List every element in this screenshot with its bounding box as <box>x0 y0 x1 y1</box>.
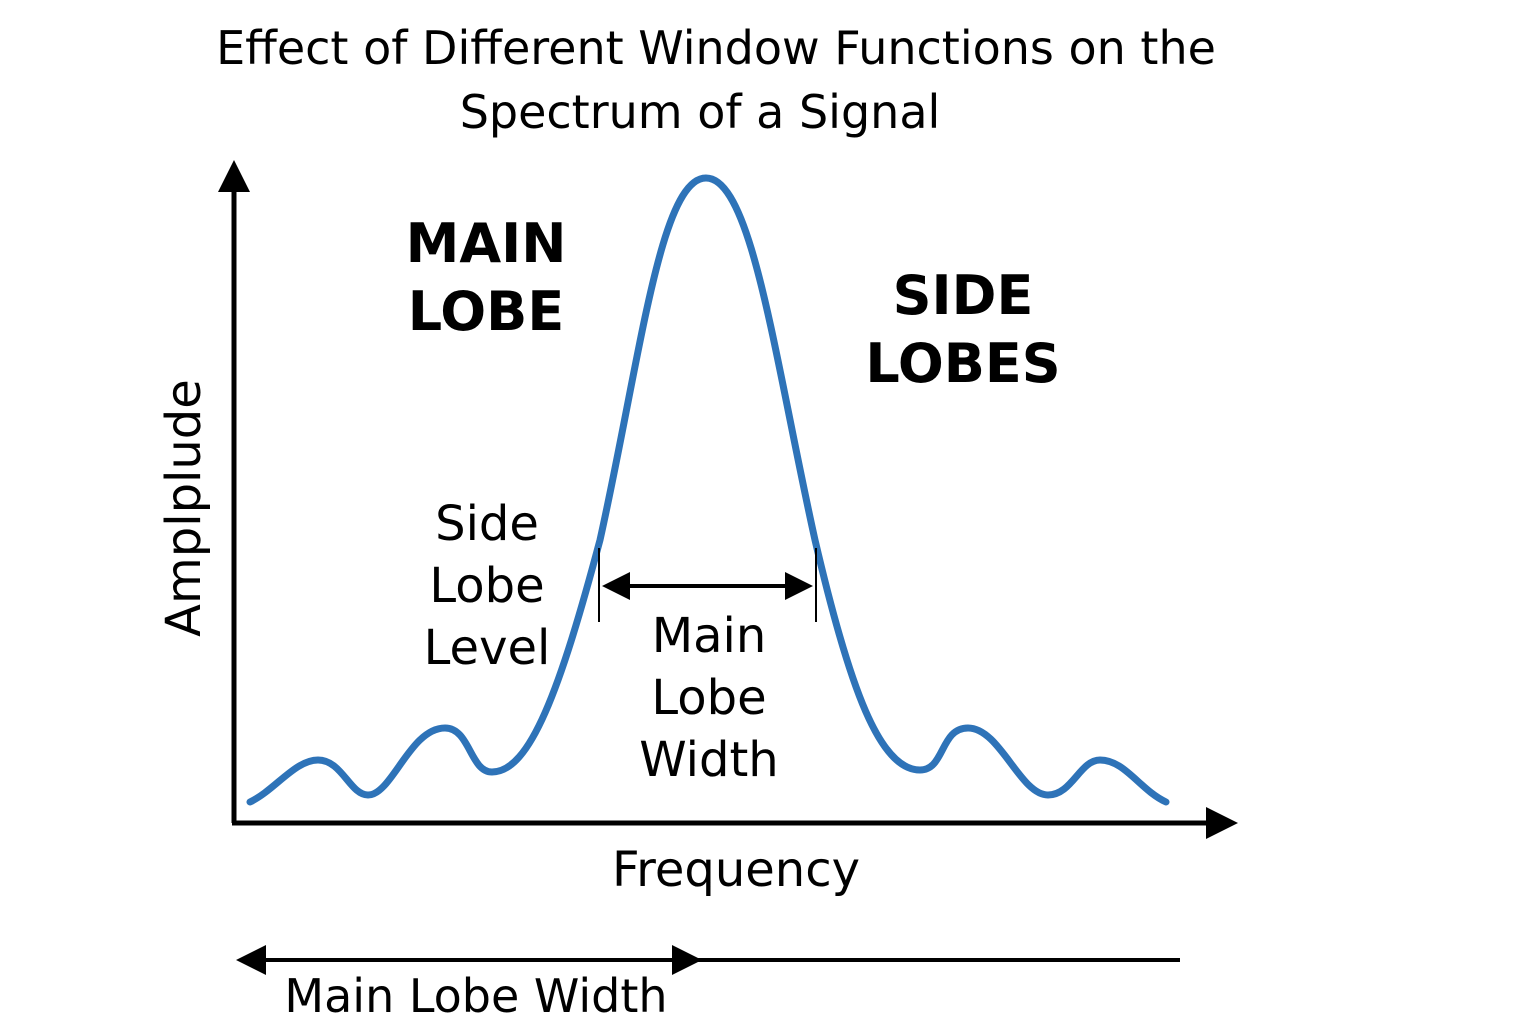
spectrum-curve <box>246 174 1170 806</box>
title-line-1: Effect of Different Window Functions on … <box>216 21 1216 75</box>
side-lobe-level-line-3: Level <box>424 620 551 676</box>
main-lobe-label-line-1: MAIN <box>406 212 567 275</box>
main-lobe-width-left-arrowhead <box>602 572 630 600</box>
main-lobe-width-line-2: Lobe <box>651 670 766 726</box>
title-line-2: Spectrum of a Signal <box>460 85 941 139</box>
main-lobe-width-right-arrowhead <box>785 572 813 600</box>
bottom-width-label: Main Lobe Width <box>284 969 667 1023</box>
side-lobe-level-line-1: Side <box>435 496 539 552</box>
y-axis-label: Amplplude <box>156 379 212 637</box>
side-lobes-label-line-1: SIDE <box>893 264 1034 327</box>
side-lobe-level-line-2: Lobe <box>429 558 544 614</box>
main-lobe-width-line-3: Width <box>639 732 778 788</box>
side-lobes-label-line-2: LOBES <box>865 332 1060 395</box>
y-axis-arrowhead <box>218 160 250 192</box>
bottom-width-left-arrowhead <box>236 945 266 975</box>
bottom-width-mid-arrowhead <box>672 945 702 975</box>
main-lobe-width-line-1: Main <box>652 608 767 664</box>
main-lobe-label-line-2: LOBE <box>408 280 564 343</box>
x-axis-label: Frequency <box>612 842 860 898</box>
x-axis-arrowhead <box>1206 807 1238 839</box>
